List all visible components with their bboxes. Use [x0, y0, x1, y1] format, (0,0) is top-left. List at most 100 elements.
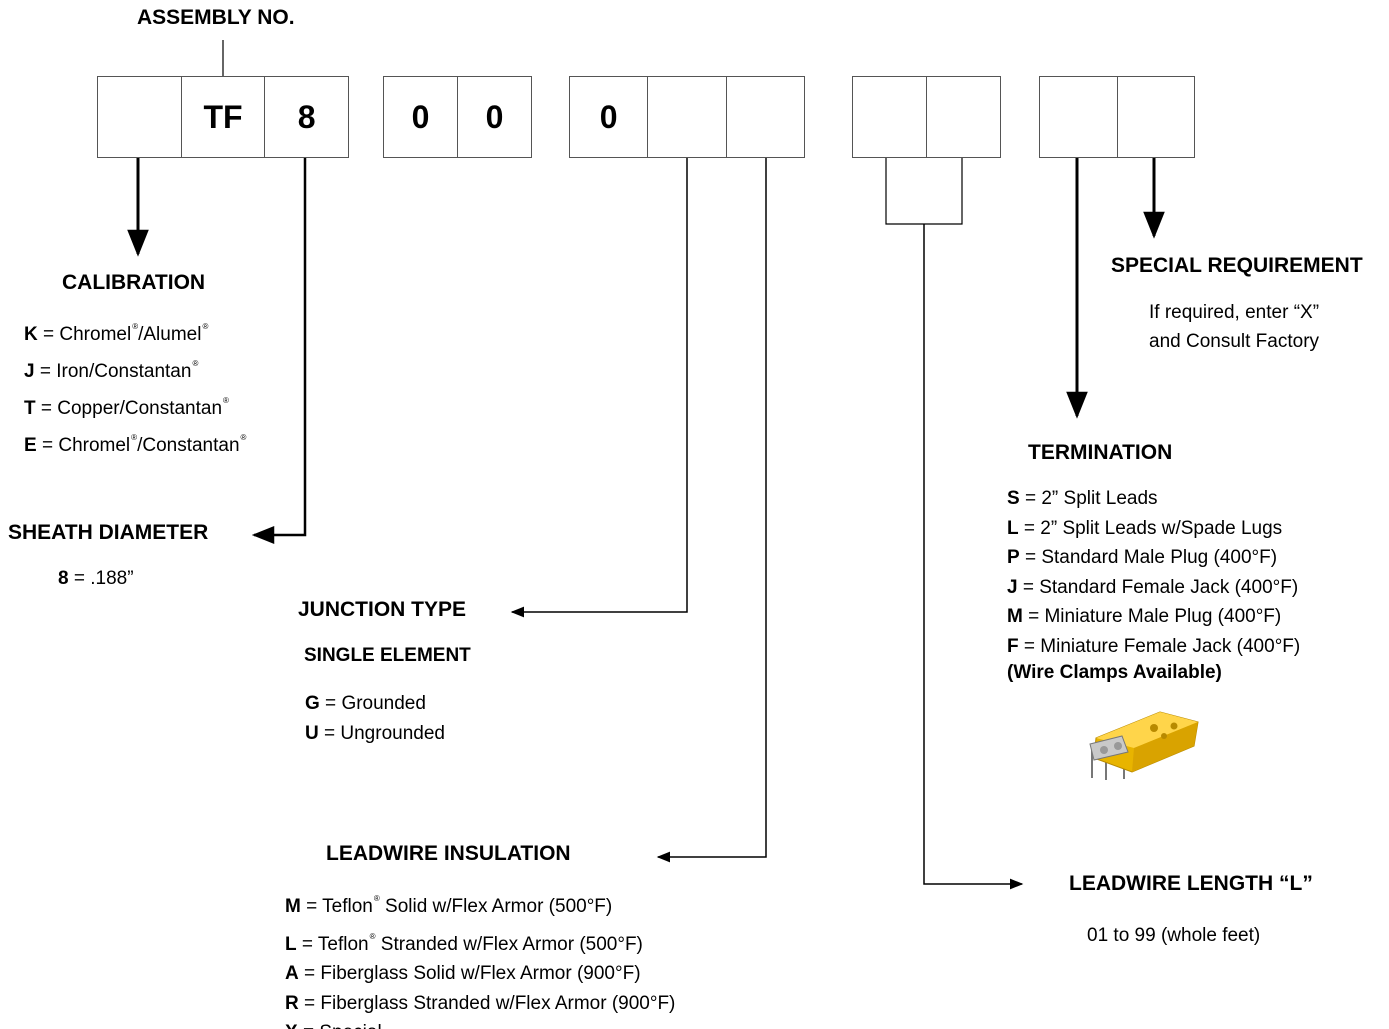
- option-code: J: [24, 361, 35, 382]
- calibration-option: K = Chromel®/Alumel®: [24, 322, 209, 345]
- option-code: L: [1007, 517, 1019, 539]
- option-code: G: [305, 693, 320, 714]
- option-description: 2” Split Leads: [1041, 488, 1158, 509]
- code-cell[interactable]: [853, 77, 927, 157]
- insulation-list: M = Teflon® Solid w/Flex Armor (500°F)L …: [285, 884, 675, 1029]
- termination-option: S = 2” Split Leads: [1007, 488, 1158, 509]
- sheath-value-row: 8 = .188”: [58, 568, 134, 589]
- special-title: SPECIAL REQUIREMENT: [1111, 254, 1363, 277]
- option-description: Miniature Male Plug (400°F): [1044, 606, 1282, 627]
- code-cell[interactable]: [648, 77, 727, 157]
- code-cell[interactable]: TF: [182, 77, 266, 157]
- option-description: Fiberglass Stranded w/Flex Armor (900°F): [320, 992, 676, 1014]
- registered-mark: ®: [369, 931, 376, 941]
- option-code: P: [1007, 547, 1020, 568]
- code-cell[interactable]: [1118, 77, 1195, 157]
- insulation-title: LEADWIRE INSULATION: [326, 842, 571, 865]
- option-description: Fiberglass Solid w/Flex Armor (900°F): [320, 963, 641, 984]
- option-code: L: [285, 933, 297, 955]
- insulation-option: M = Teflon® Solid w/Flex Armor (500°F): [285, 894, 613, 917]
- option-code: M: [285, 896, 301, 917]
- option-description: Special: [319, 1022, 381, 1029]
- code-cell[interactable]: [927, 77, 1000, 157]
- option-description: Chromel: [58, 435, 131, 456]
- option-code: X: [285, 1022, 298, 1029]
- sheath-code: 8: [58, 568, 69, 589]
- code-group-3: 0: [569, 76, 805, 158]
- termination-note: (Wire Clamps Available): [1007, 662, 1222, 683]
- calibration-option: E = Chromel®/Constantan®: [24, 433, 247, 456]
- yellow-connector-icon: [1089, 711, 1199, 780]
- option-description: Miniature Female Jack (400°F): [1040, 635, 1301, 657]
- option-description: Grounded: [341, 693, 426, 714]
- insulation-option: A = Fiberglass Solid w/Flex Armor (900°F…: [285, 963, 641, 984]
- code-cell[interactable]: 0: [485, 98, 504, 135]
- length-title: LEADWIRE LENGTH “L”: [1069, 872, 1313, 895]
- registered-mark: ®: [202, 322, 209, 331]
- option-description: /Alumel: [138, 324, 202, 345]
- junction-option: G = Grounded: [305, 693, 426, 714]
- registered-mark: ®: [240, 433, 247, 442]
- special-line-2: and Consult Factory: [1149, 331, 1320, 352]
- assembly-label: ASSEMBLY NO.: [137, 6, 295, 29]
- option-description: Teflon: [317, 933, 369, 955]
- option-code: R: [285, 992, 299, 1014]
- length-arrow: [923, 224, 1024, 890]
- sheath-arrow: [251, 158, 307, 544]
- option-description: 2” Split Leads w/Spade Lugs: [1040, 517, 1283, 539]
- option-description: Iron/Constantan: [56, 361, 192, 382]
- registered-mark: ®: [132, 322, 139, 331]
- calibration-title: CALIBRATION: [62, 271, 206, 294]
- special-line-1: If required, enter “X”: [1149, 302, 1320, 323]
- registered-mark: ®: [131, 433, 138, 442]
- option-code: M: [1007, 606, 1023, 627]
- registered-mark: ®: [373, 894, 380, 903]
- calibration-option: T = Copper/Constantan®: [24, 396, 229, 419]
- termination-title: TERMINATION: [1028, 441, 1173, 464]
- option-description: Chromel: [59, 324, 132, 345]
- code-group-2: 0 0: [383, 76, 532, 158]
- code-group-4: [852, 76, 1001, 158]
- option-description: Standard Male Plug (400°F): [1041, 547, 1278, 568]
- option-description: Ungrounded: [340, 722, 445, 744]
- code-cell[interactable]: [727, 77, 804, 157]
- code-group-1: TF 8: [97, 76, 349, 158]
- option-description: Teflon: [322, 896, 373, 917]
- code-cell[interactable]: 0: [384, 77, 458, 157]
- insulation-option: R = Fiberglass Stranded w/Flex Armor (90…: [285, 992, 676, 1014]
- junction-title: JUNCTION TYPE: [298, 598, 467, 621]
- option-code: F: [1007, 635, 1019, 657]
- code-cell[interactable]: [98, 77, 182, 157]
- termination-option: J = Standard Female Jack (400°F): [1007, 576, 1299, 598]
- option-code: T: [24, 398, 36, 419]
- junction-arrow: [510, 158, 688, 618]
- junction-option: U = Ungrounded: [305, 722, 445, 744]
- option-description: Standard Female Jack (400°F): [1039, 576, 1299, 598]
- code-cell[interactable]: [1040, 77, 1118, 157]
- sheath-value: .188”: [90, 568, 134, 589]
- option-description: Copper/Constantan: [57, 398, 223, 419]
- sheath-title: SHEATH DIAMETER: [8, 521, 209, 544]
- termination-option: L = 2” Split Leads w/Spade Lugs: [1007, 517, 1283, 539]
- option-description: Solid w/Flex Armor (500°F): [379, 896, 613, 917]
- registered-mark: ®: [223, 396, 229, 405]
- calibration-list: K = Chromel®/Alumel®J = Iron/Constantan®…: [24, 312, 246, 460]
- option-description: /Constantan: [137, 435, 240, 456]
- option-code: A: [285, 963, 299, 984]
- length-range: 01 to 99 (whole feet): [1087, 925, 1261, 946]
- insulation-option: X = Special: [285, 1018, 675, 1029]
- termination-option: M = Miniature Male Plug (400°F): [1007, 606, 1282, 627]
- termination-list: S = 2” Split Leads L = 2” Split Leads w/S…: [1007, 484, 1300, 661]
- option-code: E: [24, 435, 37, 456]
- option-code: U: [305, 722, 319, 744]
- code-cell[interactable]: 0: [570, 77, 649, 157]
- termination-option: P = Standard Male Plug (400°F): [1007, 547, 1278, 568]
- option-description: Stranded w/Flex Armor (500°F): [375, 933, 643, 955]
- insulation-arrow: [656, 158, 767, 863]
- termination-option: F = Miniature Female Jack (400°F): [1007, 635, 1301, 657]
- code-group-5: [1039, 76, 1195, 158]
- option-code: K: [24, 324, 38, 345]
- code-cell[interactable]: 8: [297, 98, 316, 135]
